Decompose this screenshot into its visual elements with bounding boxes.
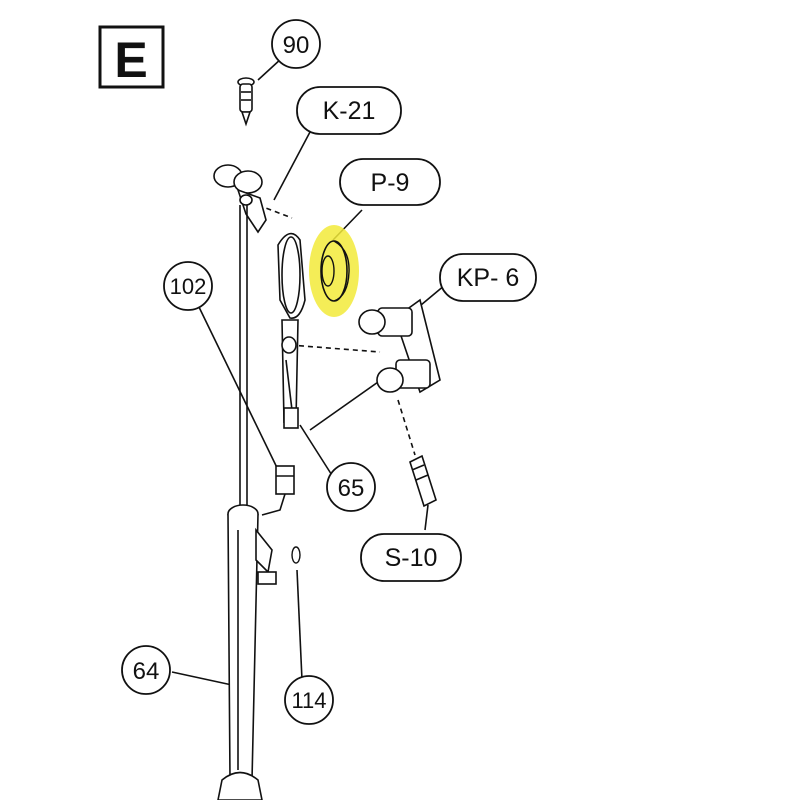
callout-s10: S-10 [360,533,462,582]
callout-102-label: 102 [170,274,207,299]
lower-tube-part [217,504,277,801]
callout-114-label: 114 [291,688,326,713]
callout-65: 65 [326,462,376,512]
vertical-shaft [239,205,248,508]
callout-kp6-label: KP- 6 [457,264,520,292]
callout-p9-label: P-9 [371,169,410,197]
lever-arm-part [277,232,306,429]
section-label: E [114,32,147,88]
leader-lines [171,57,446,686]
kp6-assembly-part [358,298,441,394]
callout-90-label: 90 [283,32,310,59]
callout-k21-label: K-21 [323,97,376,125]
section-label-box: E [98,25,165,89]
callout-64: 64 [121,645,171,695]
callout-90: 90 [271,19,321,69]
block-102-part [261,465,295,516]
callout-kp6: KP- 6 [439,253,537,302]
callout-102: 102 [163,261,213,311]
screw-90-part [237,77,255,127]
highlighted-part-p9 [309,225,359,317]
callout-s10-label: S-10 [385,544,438,572]
callout-114: 114 [284,675,334,725]
callout-65-label: 65 [338,475,365,502]
callout-p9: P-9 [339,158,441,206]
pin-114-part [291,546,301,564]
spring-s10-part [409,454,437,508]
callout-64-label: 64 [133,658,160,685]
callout-k21: K-21 [296,86,402,135]
top-bracket-part [213,164,267,234]
